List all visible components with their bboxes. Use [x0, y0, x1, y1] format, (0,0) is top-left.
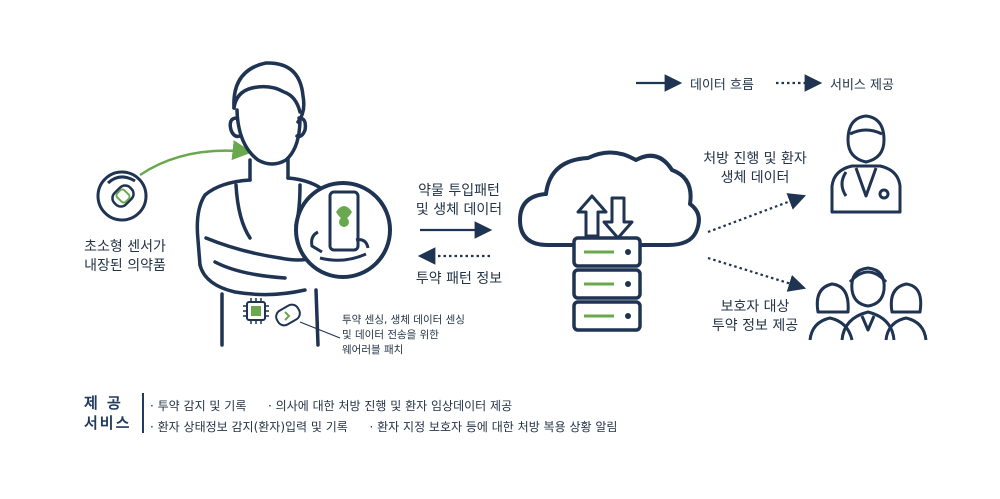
to-family-arrow	[707, 256, 807, 292]
prescription-label: 처방 진행 및 환자 생체 데이터	[690, 150, 820, 188]
prescription-label-line2: 생체 데이터	[720, 170, 790, 186]
patch-pointer-line	[299, 321, 341, 339]
services-row-2: · 환자 상태정보 감지(환자)입력 및 기록 · 환자 지정 보호자 등에 대…	[150, 418, 617, 435]
services-title: 제 공 서비스	[84, 393, 140, 433]
services-divider	[142, 393, 144, 433]
sensor-drug-label-line1: 초소형 센서가	[84, 239, 166, 255]
patch-label-line2: 및 데이터 전송을 위한	[342, 329, 439, 341]
cloud-server-icon	[518, 150, 701, 332]
download-label: 투약 패턴 정보	[415, 271, 503, 287]
sensor-drug-label-line2: 내장된 의약품	[84, 258, 166, 274]
services-title-line2: 서비스	[84, 414, 132, 432]
legend-service-label: 서비스 제공	[830, 78, 894, 93]
pill-icon	[96, 170, 148, 222]
doctor-icon	[830, 114, 902, 214]
upload-label-line1: 약물 투입패턴	[418, 183, 500, 199]
patch-chip-icon	[243, 298, 301, 327]
patch-label-line3: 웨어러블 패치	[342, 344, 404, 356]
sensor-drug-label: 초소형 센서가 내장된 의약품	[70, 238, 180, 276]
service-item: · 의사에 대한 처방 진행 및 환자 임상데이터 제공	[268, 399, 513, 413]
patch-label: 투약 센싱, 생체 데이터 센싱 및 데이터 전송을 위한 웨어러블 패치	[342, 313, 502, 358]
service-item: · 환자 지정 보호자 등에 대한 처방 복용 상황 알림	[369, 420, 618, 434]
guardian-label: 보호자 대상 투약 정보 제공	[700, 298, 810, 336]
swallow-arrow	[139, 140, 253, 177]
legend-data-flow-label: 데이터 흐름	[690, 78, 754, 93]
upload-label: 약물 투입패턴 및 생체 데이터	[404, 182, 514, 220]
services-row-1: · 투약 감지 및 기록 · 의사에 대한 처방 진행 및 환자 임상데이터 제…	[150, 397, 512, 414]
smartphone-icon	[294, 181, 392, 279]
to-doctor-arrow	[707, 193, 807, 234]
guardian-label-line1: 보호자 대상	[720, 299, 790, 315]
guardian-label-line2: 투약 정보 제공	[711, 318, 799, 334]
patch-label-line1: 투약 센싱, 생체 데이터 센싱	[342, 314, 465, 326]
upload-label-line2: 및 생체 데이터	[415, 202, 503, 218]
service-item: · 투약 감지 및 기록	[150, 399, 247, 413]
family-icon	[808, 266, 928, 341]
services-title-line1: 제 공	[84, 394, 123, 412]
prescription-label-line1: 처방 진행 및 환자	[703, 151, 807, 167]
patient-figure	[195, 61, 328, 347]
service-item: · 환자 상태정보 감지(환자)입력 및 기록	[150, 420, 348, 434]
